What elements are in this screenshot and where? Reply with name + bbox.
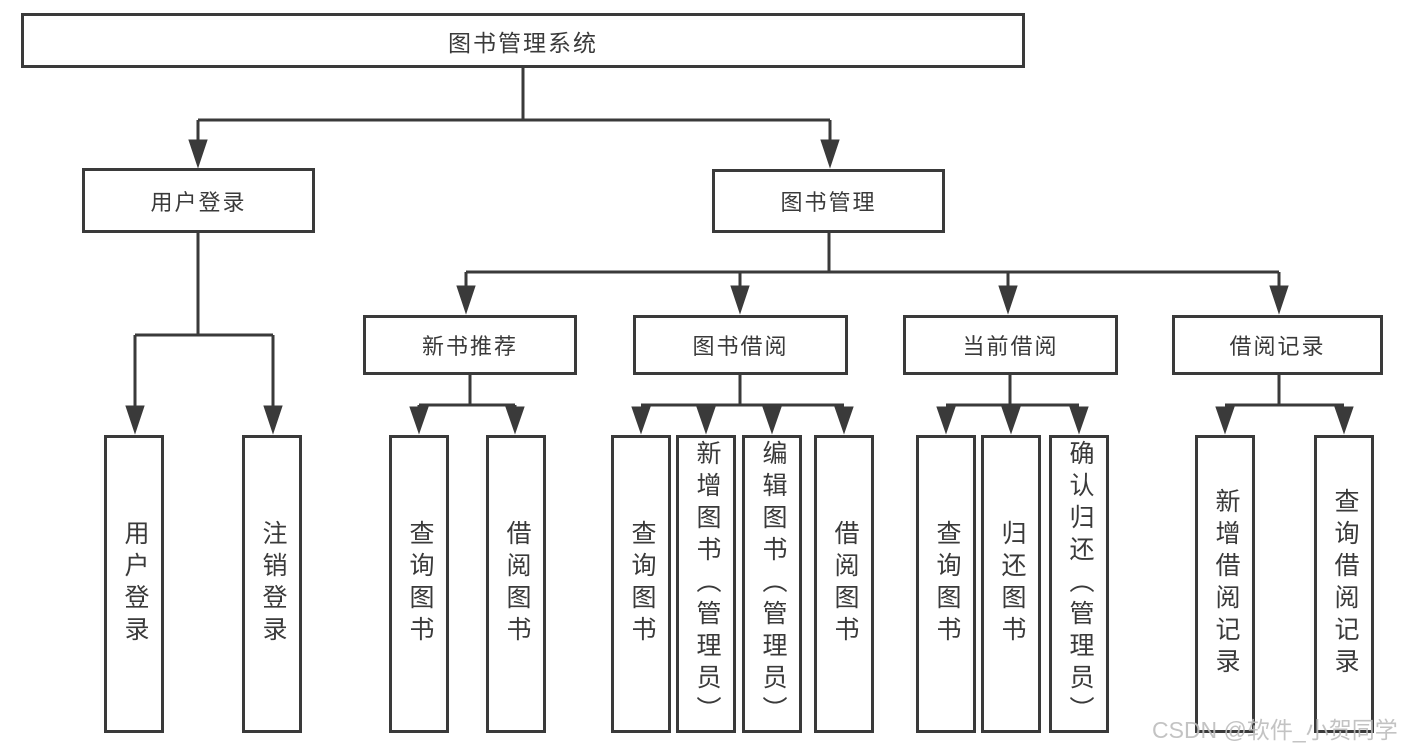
leaf-confirm-return-admin: 确认归还（管理员） xyxy=(1049,435,1109,733)
leaf-query-books-2-label: 查询图书 xyxy=(628,520,656,648)
leaf-return-books: 归还图书 xyxy=(981,435,1041,733)
leaf-query-books-3-label: 查询图书 xyxy=(933,520,961,648)
leaf-logout-label: 注销登录 xyxy=(259,520,287,648)
leaf-edit-books-admin: 编辑图书（管理员） xyxy=(742,435,802,733)
leaf-user-login-label: 用户登录 xyxy=(121,520,149,648)
leaf-edit-books-admin-label: 编辑图书（管理员） xyxy=(759,440,787,728)
leaf-query-books-1: 查询图书 xyxy=(389,435,449,733)
node-book-borrow-label: 图书借阅 xyxy=(692,334,789,359)
csdn-watermark: CSDN @软件_小贺同学 xyxy=(1152,717,1398,743)
node-book-management-label: 图书管理 xyxy=(780,190,877,215)
leaf-user-login: 用户登录 xyxy=(104,435,164,733)
node-book-borrow: 图书借阅 xyxy=(633,315,848,375)
leaf-confirm-return-admin-label: 确认归还（管理员） xyxy=(1066,440,1094,728)
leaf-return-books-label: 归还图书 xyxy=(998,520,1026,648)
node-library-system: 图书管理系统 xyxy=(21,13,1025,68)
leaf-add-books-admin-label: 新增图书（管理员） xyxy=(693,440,721,728)
leaf-query-books-1-label: 查询图书 xyxy=(406,520,434,648)
leaf-borrow-books-1: 借阅图书 xyxy=(486,435,546,733)
node-current-borrow: 当前借阅 xyxy=(903,315,1118,375)
node-library-system-label: 图书管理系统 xyxy=(448,29,598,56)
leaf-borrow-books-2: 借阅图书 xyxy=(814,435,874,733)
node-borrow-record-label: 借阅记录 xyxy=(1229,334,1326,359)
leaf-query-books-2: 查询图书 xyxy=(611,435,671,733)
node-user-login-label: 用户登录 xyxy=(150,189,247,215)
leaf-logout: 注销登录 xyxy=(242,435,302,733)
leaf-borrow-books-1-label: 借阅图书 xyxy=(503,520,531,648)
leaf-add-borrow-record: 新增借阅记录 xyxy=(1195,435,1255,733)
leaf-query-books-3: 查询图书 xyxy=(916,435,976,733)
node-user-login: 用户登录 xyxy=(82,168,315,233)
node-book-management: 图书管理 xyxy=(712,169,945,233)
leaf-add-books-admin: 新增图书（管理员） xyxy=(676,435,736,733)
leaf-borrow-books-2-label: 借阅图书 xyxy=(831,520,859,648)
node-new-book-recommend-label: 新书推荐 xyxy=(421,334,518,359)
node-borrow-record: 借阅记录 xyxy=(1172,315,1383,375)
node-current-borrow-label: 当前借阅 xyxy=(962,334,1059,359)
leaf-query-borrow-record-label: 查询借阅记录 xyxy=(1331,488,1359,680)
leaf-query-borrow-record: 查询借阅记录 xyxy=(1314,435,1374,733)
leaf-add-borrow-record-label: 新增借阅记录 xyxy=(1212,488,1240,680)
node-new-book-recommend: 新书推荐 xyxy=(363,315,577,375)
